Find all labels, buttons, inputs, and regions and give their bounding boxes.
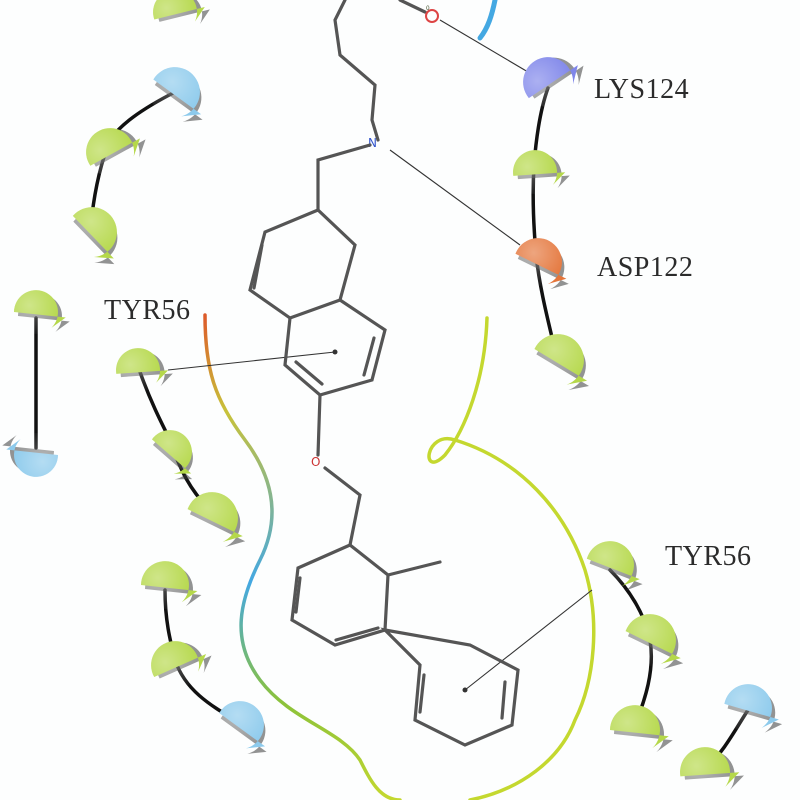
naphthalene-ring-a: [248, 208, 357, 320]
residue-highlight: [14, 433, 58, 477]
residue-mid-right-hydrophobic: [513, 150, 570, 194]
residue-chains: [34, 86, 750, 772]
ring-centroid-naphthalene: [332, 349, 338, 355]
label-lys124: LYS124: [594, 74, 689, 105]
ring-centroid-phenyl: [462, 687, 468, 693]
residue-highlight: [150, 67, 200, 117]
binding-pocket-outline: [203, 0, 596, 800]
label-asp122: ASP122: [597, 252, 693, 283]
residue-highlight: [514, 238, 562, 286]
ether-link: [316, 393, 322, 457]
residue-labels: LYS124 ASP122 TYR56 TYR56: [104, 74, 752, 572]
pi-contact-tyr56-left: [167, 351, 336, 371]
methyl-group: [386, 560, 442, 577]
pi-contact-tyr56-right: [464, 589, 593, 691]
label-tyr56-right: TYR56: [665, 541, 752, 572]
residue-highlight: [680, 747, 730, 797]
residue-br2-hydrophobic: [624, 614, 684, 669]
ligand-top-chain: [333, 0, 380, 142]
hbond-amine-asp122: [389, 149, 521, 246]
residue-highlight: [532, 334, 584, 386]
label-tyr56-left: TYR56: [104, 295, 191, 326]
residue-highlight: [141, 561, 189, 609]
residue-m3-hydrophobic: [186, 492, 246, 547]
ligand-linker-ch2: [316, 143, 372, 212]
residue-tyr-right-hydrophobic: [586, 541, 643, 591]
residue-highlight: [216, 701, 264, 749]
residue-m2-hydrophobic: [148, 430, 193, 480]
benzene-ring-lower: [380, 627, 520, 747]
amine-atom-label: N: [368, 136, 377, 150]
residue-top-hydrophobic: [153, 0, 210, 34]
ligand-structure: O N O: [248, 0, 520, 747]
residue-highlight: [148, 430, 192, 474]
carbonyl-oxygen-atom: [425, 9, 439, 23]
residue-highlight: [513, 150, 557, 194]
pocket-contour-left: [203, 313, 402, 800]
residue-below-asp-hydrophobic: [532, 334, 589, 390]
residue-highlight: [86, 128, 134, 176]
pocket-contour-top: [477, 0, 498, 41]
residue-br4-polar: [724, 684, 783, 733]
residue-b2-hydrophobic: [151, 641, 212, 689]
residue-b1-hydrophobic: [141, 561, 202, 609]
residue-highlight: [116, 348, 160, 392]
residue-l1-polar: [150, 67, 203, 122]
residue-l5-polar: [2, 433, 58, 477]
residue-highlight: [624, 614, 676, 666]
pocket-contour-right: [427, 316, 596, 800]
contact-lines: [167, 19, 593, 691]
residue-tyr-left-hydrophobic: [116, 348, 173, 392]
residue-br3-hydrophobic: [610, 705, 673, 755]
residue-highlight: [523, 57, 573, 107]
residue-highlight: [610, 705, 660, 755]
residue-l2-hydrophobic: [86, 128, 146, 176]
naphthalene-ring-b: [283, 298, 387, 397]
residue-highlight: [67, 207, 117, 257]
residue-highlight: [153, 0, 197, 34]
residue-l4-hydrophobic: [14, 290, 70, 334]
residue-l3-hydrophobic: [67, 207, 118, 265]
residue-highlight: [151, 641, 199, 689]
chain-right-top: [531, 86, 557, 352]
residue-highlight: [186, 492, 238, 544]
residue-highlight: [14, 290, 58, 334]
ether-atom-label: O: [311, 455, 320, 469]
residue-highlight: [724, 684, 772, 732]
carbonyl-atom-label: O: [426, 5, 430, 12]
residue-br5-hydrophobic: [680, 747, 744, 797]
residue-b3-polar: [216, 701, 267, 754]
residue-highlight: [586, 541, 634, 589]
hbond-carbonyl-lys124: [439, 19, 529, 73]
residue-lys124-positive: [523, 57, 584, 107]
residue-asp122-negative: [514, 238, 569, 290]
